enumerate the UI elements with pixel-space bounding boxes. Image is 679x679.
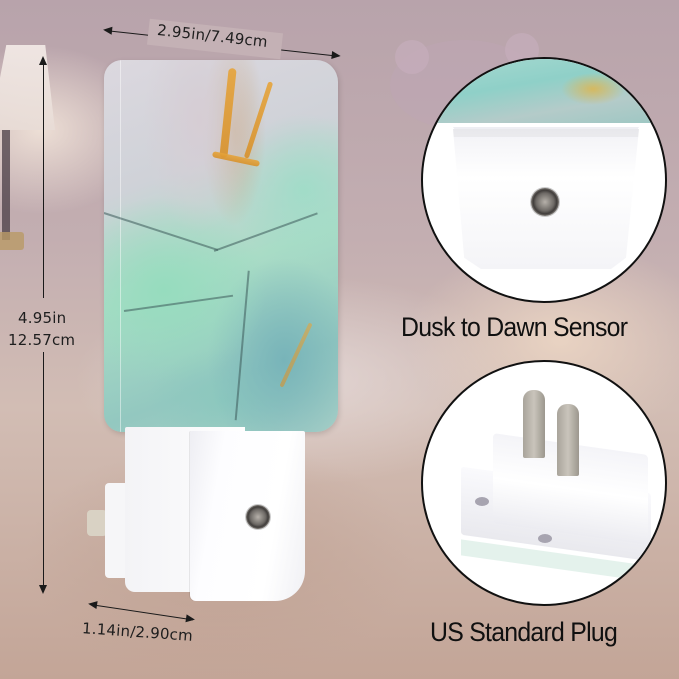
arrow-left-icon	[87, 599, 98, 609]
marble-strip	[423, 59, 665, 123]
plug-caption: US Standard Plug	[430, 617, 618, 647]
base-front-cover	[190, 431, 305, 601]
height-label-cm: 12.57cm	[8, 331, 76, 349]
plug-callout	[421, 360, 667, 606]
marble-shade-panel	[104, 60, 338, 432]
arrow-left-icon	[102, 25, 113, 35]
height-dimension-line-top	[39, 56, 47, 298]
mount-hole	[538, 534, 552, 543]
lamp-base	[0, 232, 24, 250]
lamp-stem	[2, 130, 10, 240]
mount-hole	[475, 497, 489, 506]
light-sensor-icon	[246, 505, 270, 529]
sensor-callout	[421, 57, 667, 303]
arrow-down-icon	[39, 585, 47, 594]
arrow-up-icon	[39, 56, 47, 65]
gold-vein	[219, 67, 237, 159]
gold-vein	[211, 151, 261, 167]
night-light-base	[87, 427, 310, 602]
height-dimension-line-bottom	[39, 352, 47, 594]
plug-prong-icon	[557, 404, 579, 476]
plug-prong-side	[87, 510, 107, 536]
marble-vein	[213, 212, 318, 252]
marble-vein	[104, 212, 219, 251]
plug-prong-icon	[523, 390, 545, 458]
sensor-caption: Dusk to Dawn Sensor	[401, 312, 628, 342]
light-sensor-icon	[531, 188, 559, 216]
arrow-right-icon	[331, 51, 342, 60]
marble-vein	[235, 270, 250, 421]
height-label-in: 4.95in	[18, 309, 67, 327]
gold-vein	[243, 81, 274, 159]
arrow-right-icon	[185, 614, 196, 624]
gold-vein	[279, 322, 313, 388]
marble-vein	[123, 294, 234, 312]
panel-edge	[120, 60, 121, 432]
